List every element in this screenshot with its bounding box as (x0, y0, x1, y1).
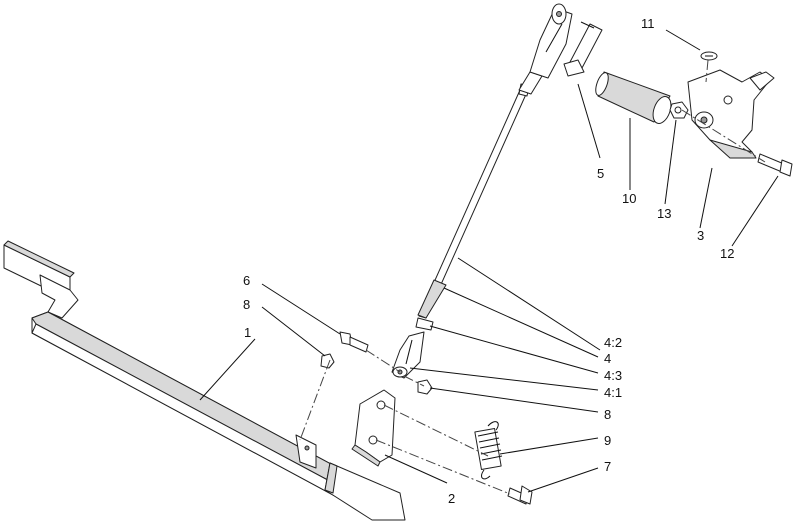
callout-4-1: 4:1 (604, 385, 622, 400)
part-2-bracket (351, 389, 396, 467)
callout-8-lower: 8 (604, 407, 611, 422)
part-13-nut (669, 101, 689, 119)
part-8-nut-lower (417, 379, 433, 395)
callout-11: 11 (641, 16, 655, 31)
part-8-nut-upper (320, 353, 335, 369)
part-12-bolt (757, 153, 793, 177)
part-1-pedal-lever (3, 240, 406, 521)
callout-4-2: 4:2 (604, 335, 622, 350)
callout-9: 9 (604, 433, 611, 448)
callout-2: 2 (448, 491, 455, 506)
callout-labels: 1 2 3 4 4:1 4:2 4:3 5 6 7 8 8 9 10 11 12… (243, 16, 734, 506)
callout-1: 1 (244, 325, 251, 340)
callout-13: 13 (657, 206, 671, 221)
callout-12: 12 (720, 246, 734, 261)
callout-4: 4 (604, 351, 611, 366)
callout-7: 7 (604, 459, 611, 474)
part-9-spring (474, 421, 503, 480)
part-6-bolt (339, 331, 369, 353)
part-11-fitting (700, 51, 718, 61)
assembly-centerlines (299, 59, 766, 495)
callout-10: 10 (622, 191, 636, 206)
callout-6: 6 (243, 273, 250, 288)
part-3-pivot-arm (687, 69, 775, 159)
part-4-control-rod (391, 3, 573, 379)
callout-8-upper: 8 (243, 297, 250, 312)
callout-leaders (199, 29, 779, 493)
part-7-bolt (507, 485, 533, 505)
callout-4-3: 4:3 (604, 368, 622, 383)
callout-5: 5 (597, 166, 604, 181)
part-5-clip (563, 21, 603, 77)
callout-3: 3 (697, 228, 704, 243)
part-10-sleeve (595, 71, 672, 124)
